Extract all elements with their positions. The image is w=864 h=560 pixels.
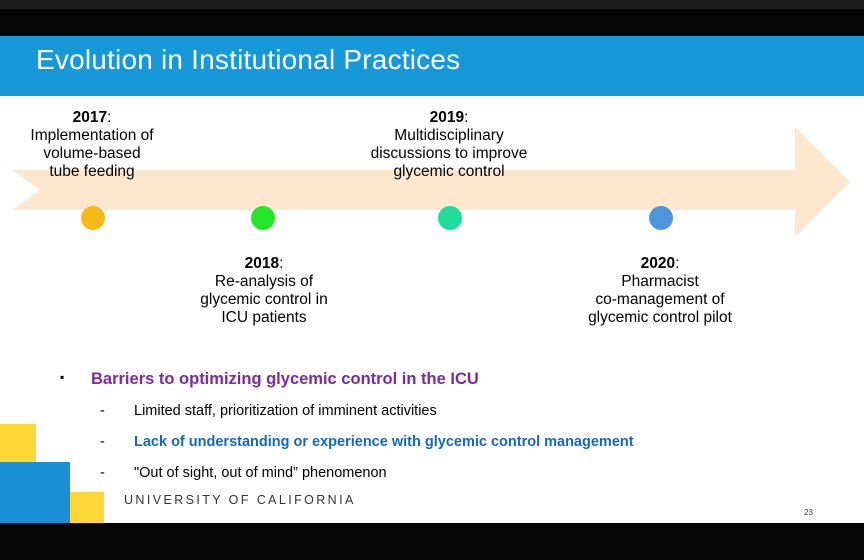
milestone-line: glycemic control (393, 163, 505, 180)
title-banner: Evolution in Institutional Practices (0, 36, 864, 96)
milestone-2019: 2019: Multidisciplinary discussions to i… (354, 109, 544, 181)
milestone-year: 2018 (244, 255, 280, 272)
milestone-line: Re-analysis of (214, 273, 314, 290)
barriers-heading: Barriers to optimizing glycemic control … (91, 370, 479, 388)
square-bullet-icon: ▪ (60, 370, 65, 384)
slide: Evolution in Institutional Practices 201… (0, 36, 864, 523)
dash-bullet: - (100, 465, 105, 481)
milestone-2020: 2020: Pharmacist co-management of glycem… (570, 255, 750, 327)
milestone-line: ICU patients (221, 309, 307, 326)
deco-blue-block (0, 462, 70, 523)
milestone-line: Implementation of (30, 127, 154, 144)
milestone-2017: 2017: Implementation of volume-based tub… (12, 109, 172, 181)
page-number: 23 (804, 508, 813, 517)
year-colon: : (107, 109, 112, 126)
milestone-line: co-management of (595, 291, 725, 308)
dash-bullet: - (100, 403, 105, 419)
year-colon: : (279, 255, 284, 272)
milestone-dot-2019 (438, 206, 462, 230)
slide-title: Evolution in Institutional Practices (36, 44, 461, 75)
deco-yellow-block-bottom (70, 492, 104, 523)
year-colon: : (464, 109, 469, 126)
university-logo-text: UNIVERSITY OF CALIFORNIA (124, 493, 356, 507)
milestone-year: 2017 (72, 109, 108, 126)
milestone-dot-2017 (81, 206, 105, 230)
milestone-dot-2018 (251, 206, 275, 230)
milestone-dot-2020 (649, 206, 673, 230)
milestone-year: 2020 (640, 255, 676, 272)
milestone-year: 2019 (429, 109, 465, 126)
window-bottom-bar (0, 523, 864, 560)
milestone-line: discussions to improve (370, 145, 528, 162)
milestone-line: Pharmacist (621, 273, 699, 290)
barrier-text: Limited staff, prioritization of imminen… (134, 403, 437, 419)
timeline-arrow-shape (12, 127, 850, 237)
timeline-arrow (12, 127, 850, 237)
barrier-text: "Out of sight, out of mind” phenomenon (134, 465, 387, 481)
deco-yellow-block-top (0, 424, 36, 462)
milestone-2018: 2018: Re-analysis of glycemic control in… (180, 255, 348, 327)
year-colon: : (675, 255, 680, 272)
milestone-line: tube feeding (49, 163, 135, 180)
milestone-line: glycemic control pilot (588, 309, 732, 326)
milestone-line: volume-based (43, 145, 141, 162)
milestone-line: Multidisciplinary (394, 127, 504, 144)
window-top-bar (0, 0, 864, 36)
top-bar-edge (0, 0, 864, 9)
milestone-line: glycemic control in (200, 291, 328, 308)
barrier-text: Lack of understanding or experience with… (134, 434, 634, 450)
dash-bullet: - (100, 434, 105, 450)
